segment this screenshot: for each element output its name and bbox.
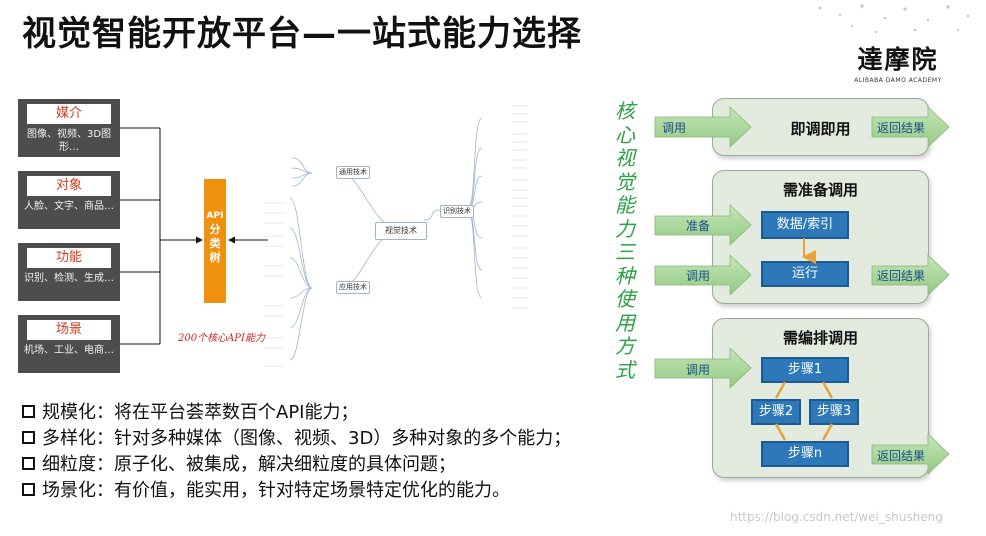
step-data-index: 数据/索引	[761, 211, 849, 239]
vertical-label: 核心视觉能力三种使用方式	[615, 99, 635, 382]
category-scene: 场景 机场、工业、电商…	[18, 315, 120, 373]
category-object: 对象 人脸、文字、商品…	[18, 171, 120, 229]
feature-text: 原子化、被集成，解决细粒度的具体问题；	[114, 454, 456, 475]
logo-subtitle: ALIBABA DAMO ACADEMY	[854, 77, 942, 84]
label-return-3: 返回结果	[877, 449, 926, 463]
feature-term: 场景化	[42, 480, 96, 501]
panel-title: 需准备调用	[782, 181, 858, 199]
label-return-2: 返回结果	[877, 269, 926, 283]
api-count-note: 200个核心API能力	[178, 333, 265, 344]
feature-term: 规模化	[42, 402, 96, 423]
checkbox-icon	[22, 482, 35, 496]
feature-item: 细粒度： 原子化、被集成，解决细粒度的具体问题；	[22, 450, 571, 476]
mindmap-branch-node: 识别技术	[440, 205, 474, 218]
feature-item: 规模化： 将在平台荟萃数百个API能力；	[22, 398, 571, 424]
feature-item: 场景化： 有价值，能实用，针对特定场景特定优化的能力。	[22, 476, 571, 502]
label-call-2: 调用	[686, 269, 711, 283]
step-1: 步骤1	[761, 357, 849, 383]
mindmap-branch-node: 通用技术	[336, 166, 370, 179]
category-function: 功能 识别、检测、生成…	[18, 243, 120, 301]
feature-text: 针对多种媒体（图像、视频、3D）多种对象的多个能力；	[114, 428, 572, 449]
label-return-1: 返回结果	[877, 121, 926, 135]
panel-title: 需编排调用	[782, 329, 858, 347]
page-title: 视觉智能开放平台—一站式能力选择	[22, 14, 582, 54]
checkbox-icon	[22, 456, 35, 470]
feature-text: 将在平台荟萃数百个API能力；	[114, 402, 359, 423]
step-n: 步骤n	[761, 441, 849, 467]
feature-list: 规模化： 将在平台荟萃数百个API能力； 多样化： 针对多种媒体（图像、视频、3…	[22, 398, 571, 502]
logo-text: 達摩院	[857, 45, 939, 74]
feature-text: 有价值，能实用，针对特定场景特定优化的能力。	[114, 480, 510, 501]
label-prepare: 准备	[686, 219, 711, 233]
category-desc: 机场、工业、电商…	[24, 345, 114, 356]
mindmap-branch-node: 应用技术	[336, 281, 370, 294]
checkbox-icon	[22, 430, 35, 444]
category-desc: 图像、视频、3D图形…	[26, 129, 112, 153]
category-desc: 人脸、文字、商品…	[24, 201, 114, 212]
logo: 達摩院 ALIBABA DAMO ACADEMY	[852, 40, 944, 84]
feature-term: 细粒度	[42, 454, 96, 475]
mindmap-center-node: 视觉技术	[375, 222, 427, 240]
watermark: https://blog.csdn.net/wei_shusheng	[730, 510, 943, 524]
category-label: 场景	[27, 320, 111, 340]
label-call-3: 调用	[686, 363, 711, 377]
decorative-dots	[818, 4, 970, 34]
step-run: 运行	[761, 261, 849, 287]
feature-term: 多样化	[42, 428, 96, 449]
panel-title: 即调即用	[790, 120, 851, 138]
checkbox-icon	[22, 404, 35, 418]
category-label: 功能	[27, 248, 111, 268]
step-3: 步骤3	[809, 399, 859, 425]
category-desc: 识别、检测、生成…	[24, 273, 114, 284]
label-call-1: 调用	[662, 121, 687, 135]
category-label: 对象	[27, 176, 111, 196]
step-2: 步骤2	[751, 399, 801, 425]
category-media: 媒介 图像、视频、3D图形…	[18, 99, 120, 157]
feature-item: 多样化： 针对多种媒体（图像、视频、3D）多种对象的多个能力；	[22, 424, 571, 450]
category-label: 媒介	[27, 104, 111, 124]
